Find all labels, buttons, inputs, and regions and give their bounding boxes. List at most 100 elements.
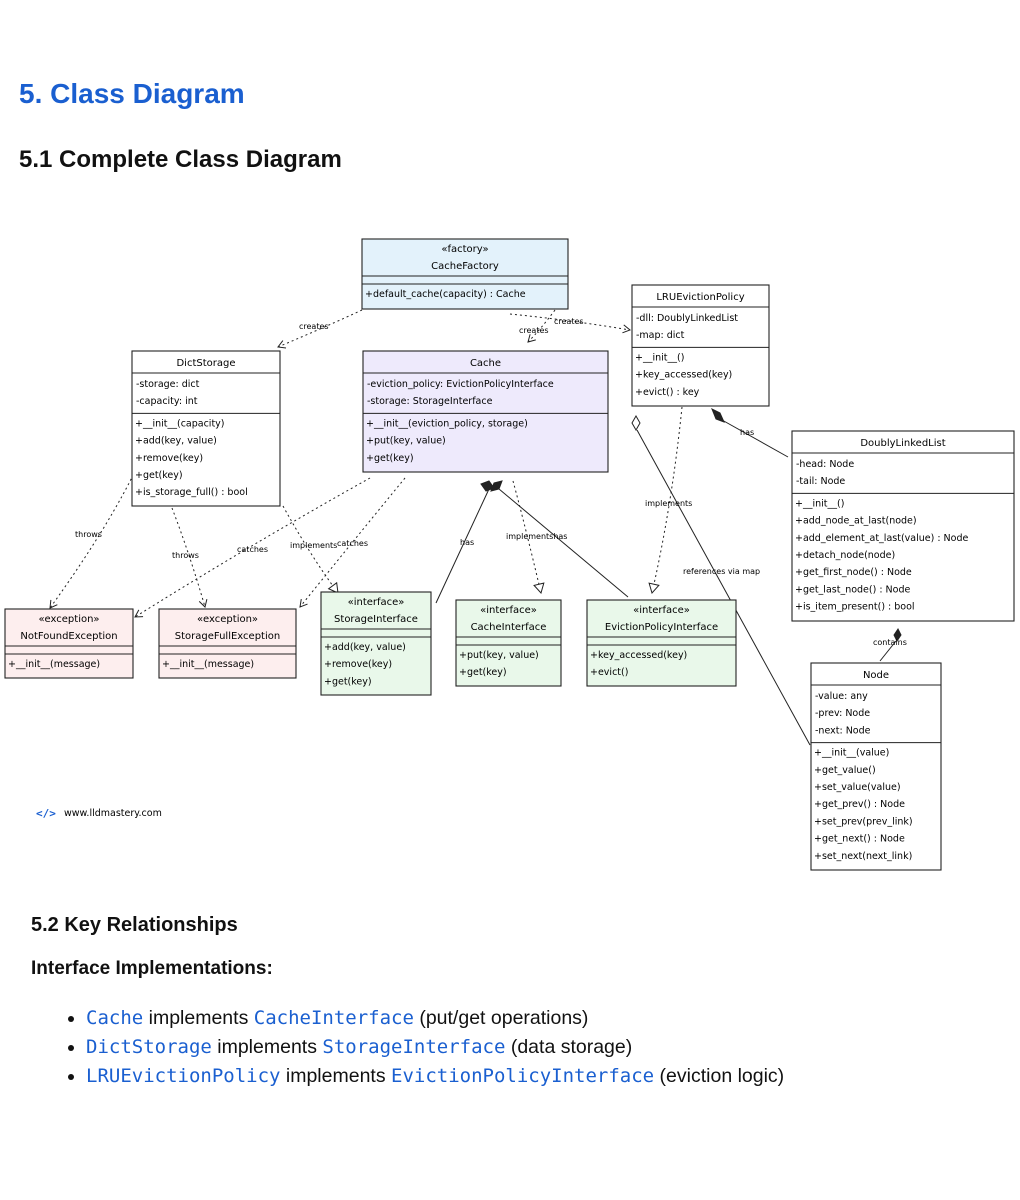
- class-stereotype: «exception»: [38, 614, 99, 625]
- class-method: +default_cache(capacity) : Cache: [365, 289, 526, 300]
- class-method: +detach_node(node): [795, 550, 895, 561]
- edge-catches-notfound: [134, 477, 371, 618]
- edge-label-creates: creates: [554, 317, 584, 326]
- edge-creates-dictstorage: [277, 309, 363, 349]
- class-method: +__init__(value): [814, 748, 889, 759]
- class-method: +add(key, value): [324, 642, 406, 653]
- relationship-note: (eviction logic): [659, 1065, 785, 1087]
- relationship-verb: implements: [148, 1007, 249, 1029]
- edge-labels: creates creates creates has throws throw…: [75, 317, 907, 647]
- class-box-cache-factory: «factory»CacheFactory+default_cache(capa…: [361, 238, 569, 310]
- class-method: +get_next() : Node: [814, 834, 905, 845]
- interface-name-code: StorageInterface: [322, 1036, 506, 1058]
- section-heading-class-diagram: 5.1 Complete Class Diagram: [19, 146, 342, 173]
- edge-label-catches: catches: [237, 545, 268, 554]
- page-title: 5. Class Diagram: [19, 78, 245, 109]
- edge-label-contains: contains: [873, 638, 907, 647]
- class-method: +add_node_at_last(node): [795, 516, 917, 527]
- list-item: DictStorage implements StorageInterface …: [86, 1033, 856, 1062]
- edge-label-catches: catches: [337, 539, 368, 548]
- class-box-storage-full: «exception» StorageFullException +__init__…: [158, 608, 297, 679]
- class-method: +put(key, value): [366, 436, 446, 447]
- class-method: +__init__(): [635, 352, 684, 363]
- class-method: +get(key): [366, 453, 414, 464]
- list-item: LRUEvictionPolicy implements EvictionPol…: [86, 1062, 856, 1091]
- class-method: +add(key, value): [135, 436, 217, 447]
- class-name: DoublyLinkedList: [860, 438, 945, 449]
- class-name: LRUEvictionPolicy: [656, 292, 744, 303]
- class-method: +get_last_node() : Node: [795, 584, 911, 595]
- relationship-verb: implements: [285, 1065, 386, 1087]
- class-name: Node: [863, 670, 889, 681]
- class-name: StorageFullException: [175, 631, 280, 642]
- class-box-node: Node -value: any -prev: Node -next: Node +__…: [810, 662, 942, 871]
- class-name: StorageInterface: [334, 614, 418, 625]
- class-method: +get(key): [459, 667, 507, 678]
- class-attribute: -capacity: int: [136, 396, 198, 407]
- edge-references-node: [631, 414, 641, 432]
- class-name: CacheFactory: [431, 261, 499, 272]
- class-name: NotFoundException: [20, 631, 117, 642]
- class-attribute: -storage: dict: [136, 379, 200, 390]
- class-method: +set_prev(prev_link): [814, 816, 913, 827]
- class-attribute: -tail: Node: [796, 476, 845, 487]
- edge-label-references: references via map: [683, 567, 760, 576]
- relationship-verb: implements: [217, 1036, 317, 1058]
- class-method: +remove(key): [135, 453, 203, 464]
- watermark-text: www.lldmastery.com: [64, 808, 162, 819]
- class-stereotype: «interface»: [480, 605, 537, 616]
- list-item: Cache implements CacheInterface (put/get…: [86, 1004, 856, 1033]
- section-heading-key-relationships: 5.2 Key Relationships: [31, 914, 238, 936]
- class-attribute: -next: Node: [815, 725, 871, 736]
- relationship-list: Cache implements CacheInterface (put/get…: [62, 1004, 856, 1091]
- class-method: +add_element_at_last(value) : Node: [795, 533, 968, 544]
- edge-has-storage: [480, 480, 495, 492]
- class-method: +get_value(): [814, 765, 876, 776]
- class-method: +__init__(message): [162, 659, 254, 670]
- class-method: +is_item_present() : bool: [795, 602, 915, 613]
- class-stereotype: «exception»: [197, 614, 258, 625]
- class-name-code: Cache: [86, 1007, 144, 1029]
- edge-label-has: has: [460, 538, 474, 547]
- class-method: +evict() : key: [635, 387, 700, 398]
- edge-implements-storage: [282, 505, 339, 594]
- class-name: EvictionPolicyInterface: [605, 622, 718, 633]
- edge-creates-lru: [509, 313, 631, 334]
- class-method: +__init__(message): [8, 659, 100, 670]
- class-box-not-found: «exception» NotFoundException +__init__(me…: [4, 608, 134, 679]
- edge-has-dll: [711, 407, 725, 423]
- class-attribute: -dll: DoublyLinkedList: [636, 313, 738, 324]
- class-name: Cache: [470, 358, 501, 369]
- interface-name-code: CacheInterface: [253, 1007, 414, 1029]
- class-method: +evict(): [590, 667, 628, 678]
- interface-name-code: EvictionPolicyInterface: [391, 1065, 655, 1087]
- class-method: +get_prev() : Node: [814, 799, 905, 810]
- class-method: +get(key): [135, 470, 183, 481]
- edges: [49, 309, 902, 746]
- code-brackets-icon: </>: [36, 807, 56, 820]
- edge-implements-eviction: [648, 406, 683, 595]
- class-method: +__init__(capacity): [135, 418, 225, 429]
- class-name: CacheInterface: [471, 622, 547, 633]
- edge-label-creates: creates: [299, 322, 329, 331]
- class-box-eviction-iface: «interface»EvictionPolicyInterface+key_a…: [586, 599, 737, 687]
- edge-contains-node: [893, 628, 902, 642]
- class-method: +__init__(): [795, 498, 844, 509]
- class-attribute: -value: any: [815, 691, 868, 702]
- edge-label-implements: implements: [290, 541, 337, 550]
- edge-label-implementshas: implementshas: [506, 532, 567, 541]
- class-method: +get_first_node() : Node: [795, 567, 912, 578]
- class-method: +set_value(value): [814, 782, 901, 793]
- relationship-note: (put/get operations): [419, 1007, 589, 1029]
- class-method: +is_storage_full() : bool: [135, 487, 248, 498]
- watermark: </> www.lldmastery.com: [36, 807, 162, 820]
- edge-label-has: has: [740, 428, 754, 437]
- class-attribute: -prev: Node: [815, 708, 870, 719]
- edge-label-implements: implements: [645, 499, 692, 508]
- edge-label-throws: throws: [75, 530, 102, 539]
- class-stereotype: «interface»: [348, 597, 405, 608]
- class-diagram: creates creates creates has throws throw…: [4, 238, 1015, 871]
- class-name-code: LRUEvictionPolicy: [86, 1065, 281, 1087]
- class-box-cache: Cache-eviction_policy: EvictionPolicyInt…: [362, 350, 609, 473]
- class-box-lru: LRUEvictionPolicy-dll: DoublyLinkedList-…: [631, 284, 770, 407]
